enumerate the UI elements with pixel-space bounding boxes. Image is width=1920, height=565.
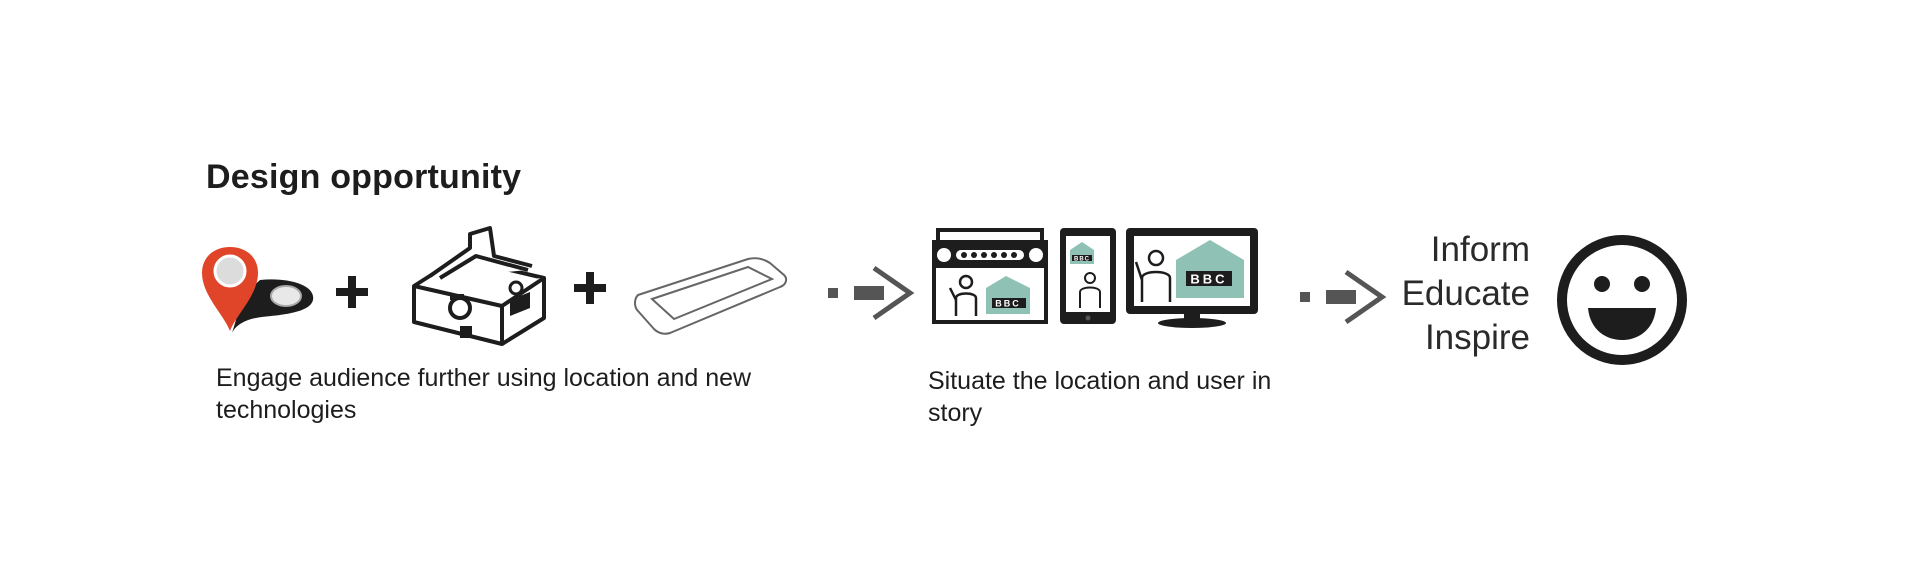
bbc-logo: BBC: [1190, 272, 1227, 287]
section-title: Design opportunity: [206, 158, 522, 196]
plus-icon: [574, 272, 606, 304]
smiley-face-icon: [1557, 235, 1687, 365]
outcome-educate: Educate: [1401, 274, 1530, 313]
tablet-icon: [1060, 228, 1116, 324]
outcomes-list: Inform Educate Inspire: [1340, 228, 1530, 360]
caption-engage: Engage audience further using location a…: [216, 364, 752, 424]
arrow-right-icon: [1300, 269, 1387, 325]
radio-icon: [932, 228, 1048, 324]
bbc-logo: BBC: [1074, 257, 1090, 263]
location-pin-icon: [202, 247, 314, 333]
cardboard-vr-icon: [412, 226, 546, 346]
plus-icon: [336, 276, 368, 308]
monitor-icon: [1126, 228, 1258, 328]
svg-text:BBC: BBC: [1074, 257, 1090, 263]
outcome-inform: Inform: [1430, 230, 1530, 269]
bbc-logo: BBC: [995, 299, 1021, 309]
caption-situate: Situate the location and user in story: [928, 367, 1272, 427]
smartphone-icon: [634, 257, 788, 335]
arrow-right-icon: [828, 265, 915, 321]
svg-text:BBC: BBC: [1190, 272, 1227, 287]
svg-text:BBC: BBC: [995, 299, 1021, 309]
outcome-inspire: Inspire: [1424, 318, 1530, 357]
